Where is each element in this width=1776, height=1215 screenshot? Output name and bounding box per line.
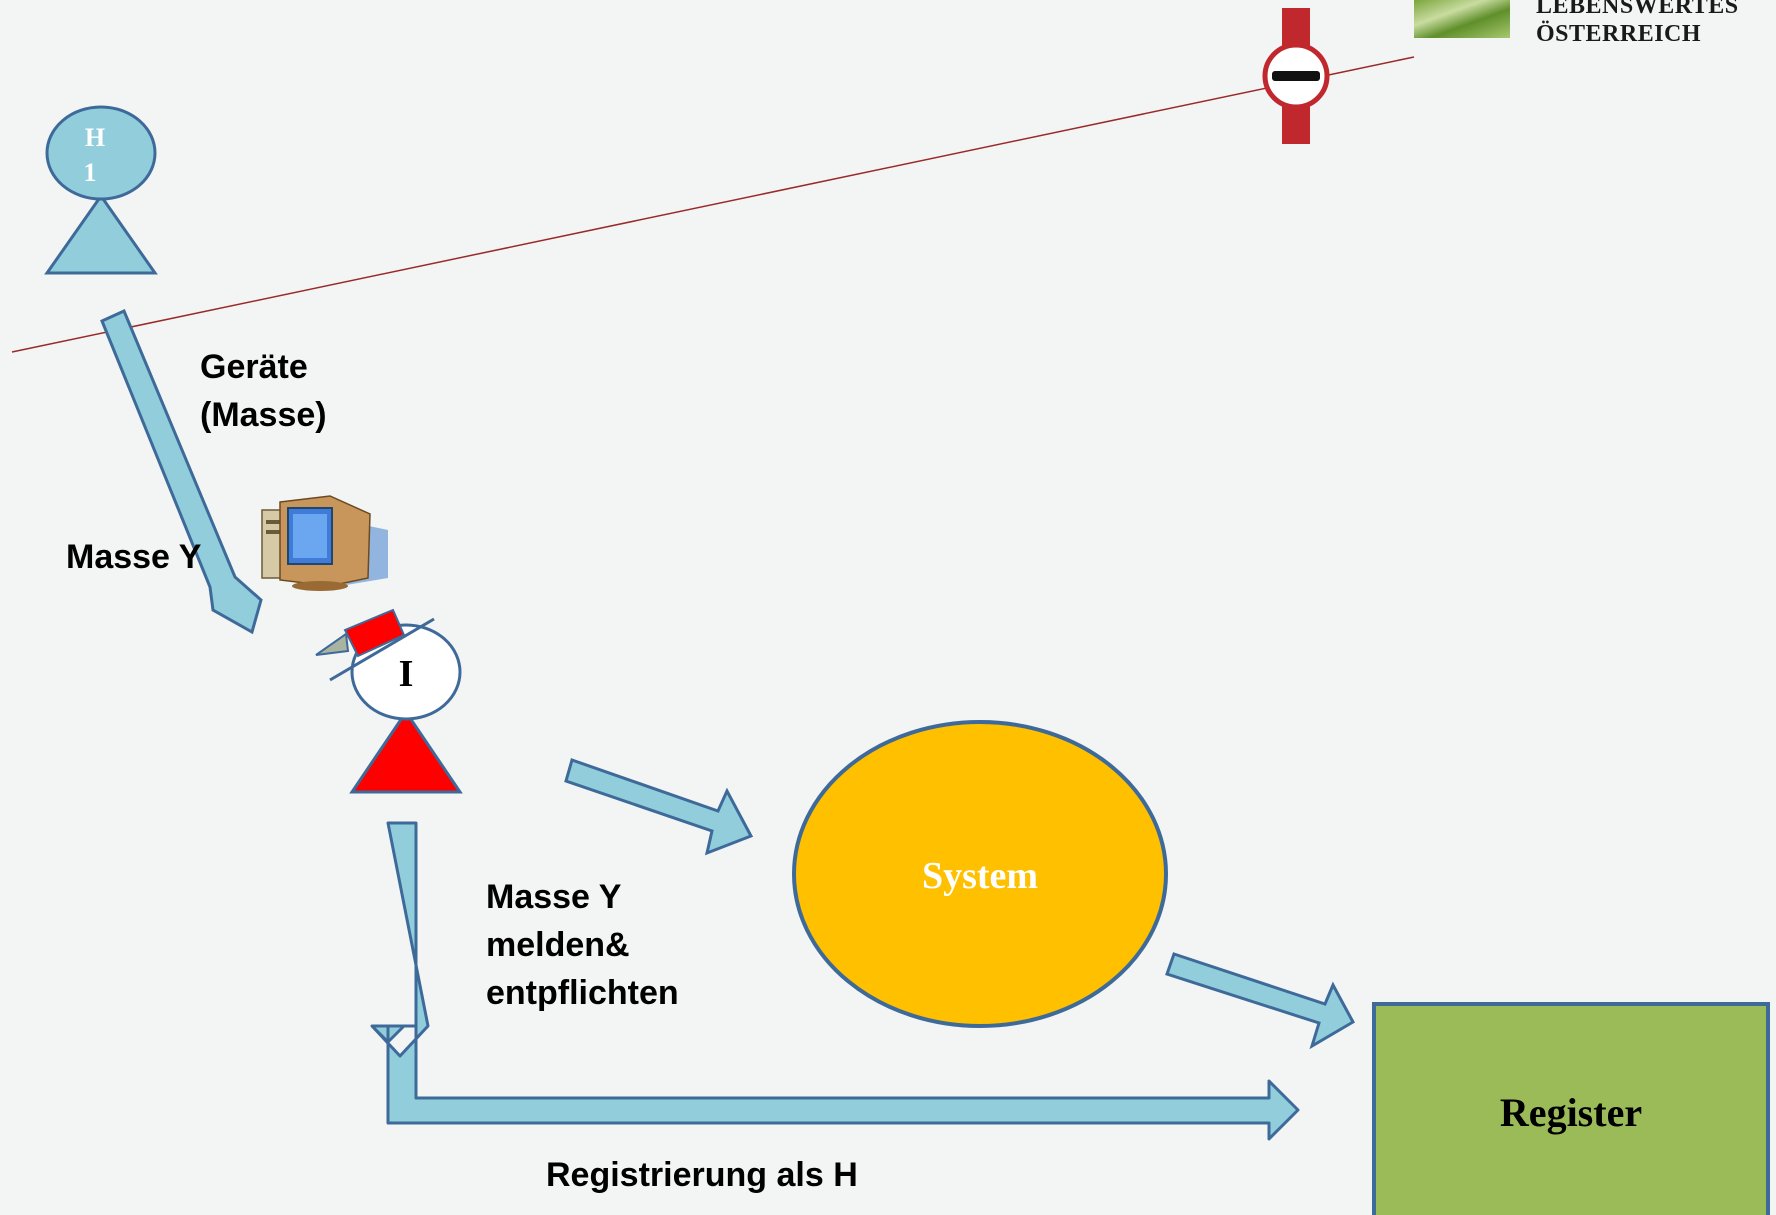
logo-line-1: LEBENSWERTES (1536, 0, 1739, 19)
label-geraete-line2: (Masse) (200, 396, 327, 434)
actor-h1-label-line2: 1 (84, 158, 97, 187)
node-register: Register (1372, 1002, 1770, 1215)
computer-icon (261, 495, 388, 591)
node-register-label: Register (1500, 1090, 1642, 1135)
label-melden-line1: Masse Y (486, 878, 622, 916)
label-geraete-line1: Geräte (200, 348, 308, 386)
actor-h1-label-line1: H (85, 123, 105, 152)
actor-i: I (315, 608, 463, 794)
label-melden-line2: melden& (486, 926, 630, 964)
label-masse-y: Masse Y (66, 538, 202, 576)
node-system: System (792, 720, 1168, 1028)
label-melden-line3: entpflichten (486, 974, 679, 1012)
actor-h1: H 1 (44, 105, 158, 275)
actor-i-hat (315, 608, 435, 682)
arrow-h1-to-i (100, 308, 263, 635)
arrow-system-to-register (1165, 952, 1356, 1050)
boundary-line (11, 56, 1415, 353)
actor-i-label: I (399, 653, 414, 695)
arrow-i-to-system (564, 758, 754, 856)
node-system-label: System (922, 855, 1038, 897)
logo-line-2: ÖSTERREICH (1536, 21, 1702, 47)
logo-text: LEBENSWERTES ÖSTERREICH (1536, 0, 1739, 48)
logo-image (1414, 0, 1510, 38)
label-registrierung: Registrierung als H (546, 1156, 858, 1194)
arrow-i-to-register (370, 821, 1300, 1141)
no-entry-sign-icon (1262, 8, 1330, 144)
